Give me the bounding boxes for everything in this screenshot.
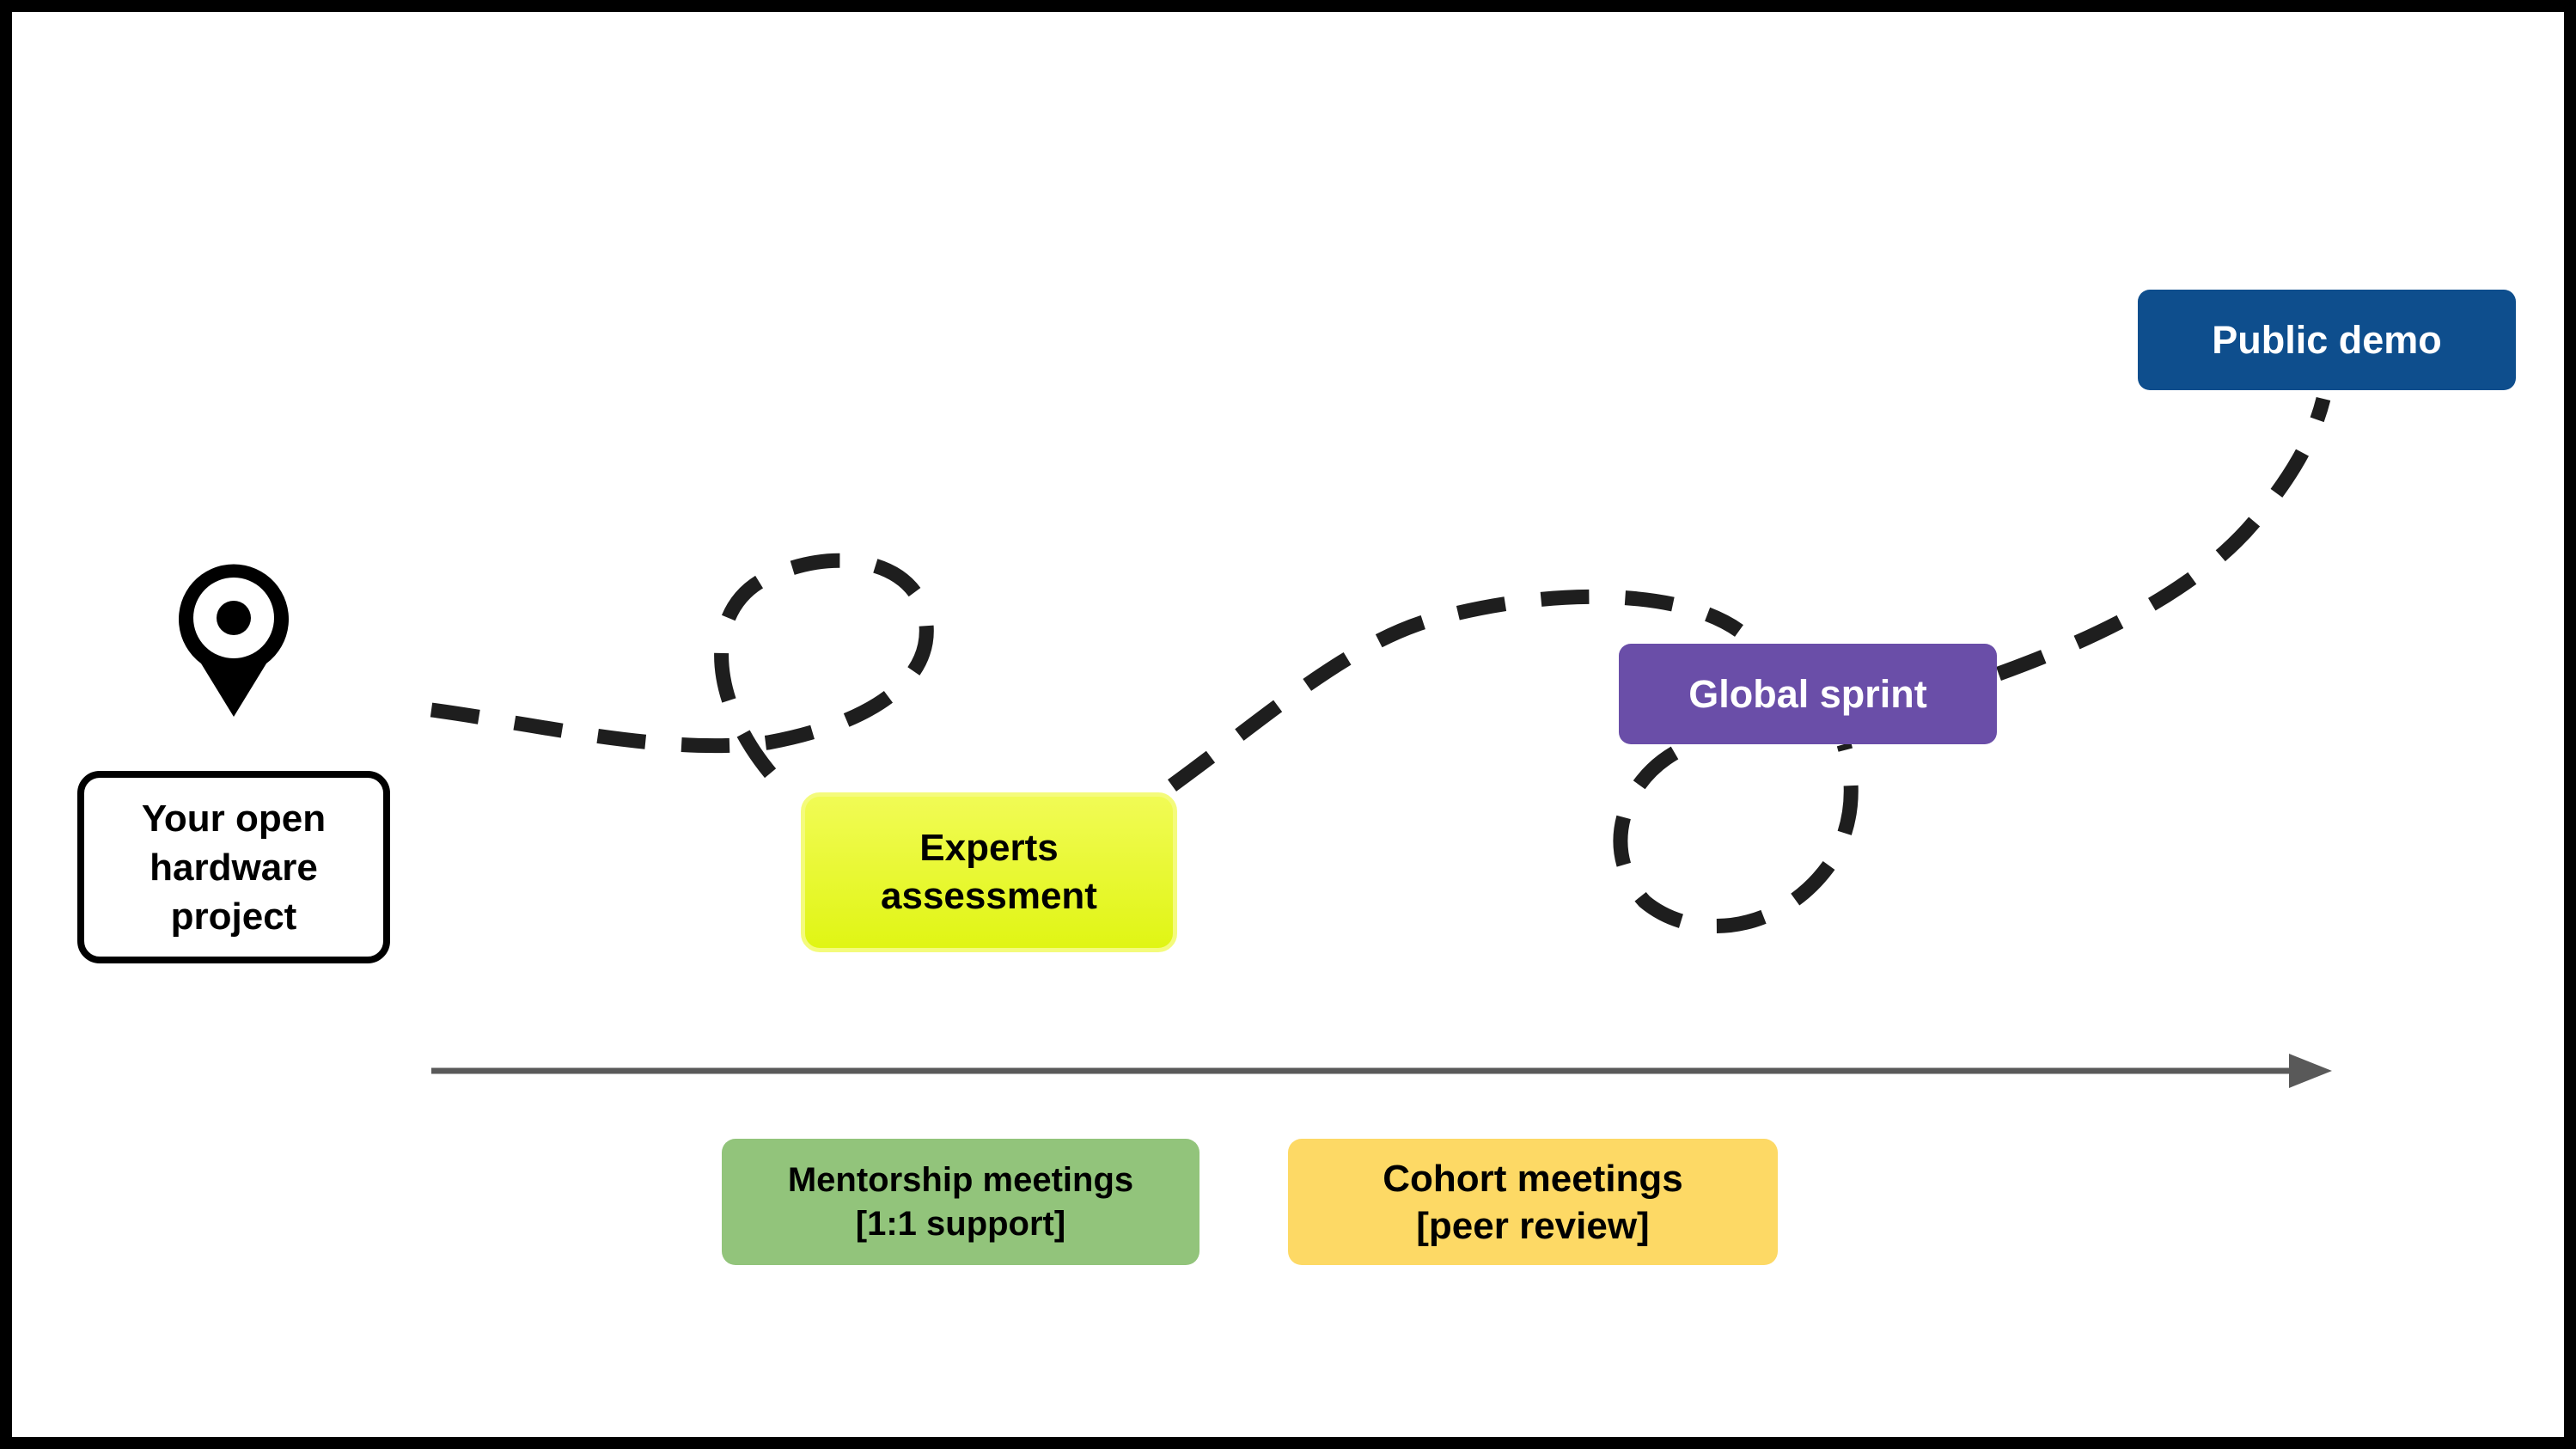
- journey-diagram: [178, 396, 2332, 1088]
- public-demo-box: Public demo: [2138, 290, 2516, 390]
- journey-path: [1613, 742, 1859, 933]
- public-demo-label: Public demo: [2212, 317, 2442, 362]
- diagram-canvas: Your open hardware project Experts asses…: [12, 12, 2564, 1437]
- mentorship-meetings-box: Mentorship meetings [1:1 support]: [722, 1139, 1199, 1265]
- timeline-arrow: [431, 1054, 2332, 1088]
- journey-path: [1996, 396, 2331, 681]
- project-start-label: Your open hardware project: [141, 797, 327, 938]
- experts-assessment-box: Experts assessment: [801, 792, 1177, 952]
- journey-path: [1167, 589, 1743, 792]
- mentorship-meetings-label: Mentorship meetings [1:1 support]: [787, 1160, 1134, 1243]
- journey-path: [430, 553, 934, 795]
- global-sprint-label: Global sprint: [1688, 671, 1927, 716]
- cohort-meetings-label: Cohort meetings [peer review]: [1383, 1157, 1683, 1247]
- experts-assessment-label: Experts assessment: [881, 827, 1097, 917]
- project-start-box: Your open hardware project: [77, 771, 390, 963]
- global-sprint-box: Global sprint: [1619, 644, 1997, 744]
- map-pin-icon: [178, 564, 290, 717]
- cohort-meetings-box: Cohort meetings [peer review]: [1288, 1139, 1778, 1265]
